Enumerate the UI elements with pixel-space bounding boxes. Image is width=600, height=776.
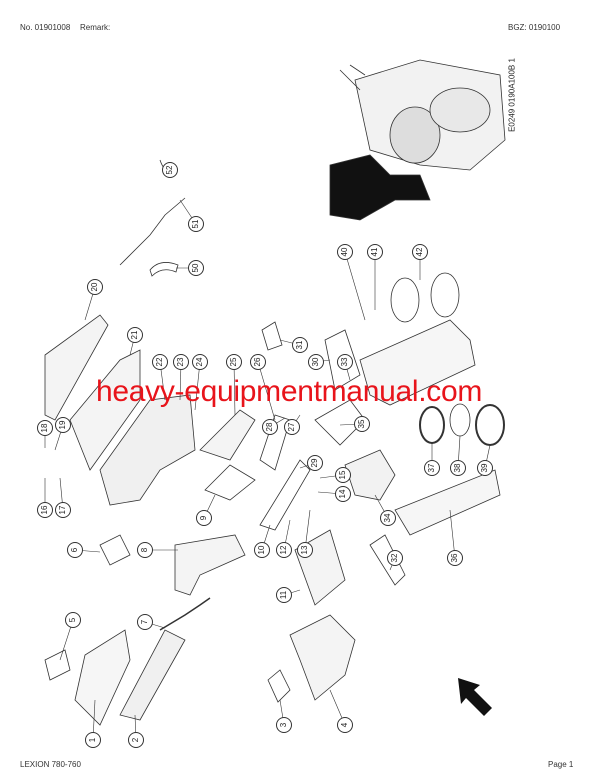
callout-11: 11 — [276, 587, 292, 603]
callout-27: 27 — [284, 419, 300, 435]
callout-32: 32 — [387, 550, 403, 566]
leader-line-40 — [344, 251, 366, 321]
callout-7: 7 — [137, 614, 153, 630]
document-number: No. 01901008 — [20, 23, 71, 32]
parts-drawing — [44, 59, 506, 726]
callout-20: 20 — [87, 279, 103, 295]
callout-21: 21 — [127, 327, 143, 343]
direction-arrow-icon — [458, 678, 492, 716]
callout-6: 6 — [67, 542, 83, 558]
callout-33: 33 — [337, 354, 353, 370]
callout-10: 10 — [254, 542, 270, 558]
callout-35: 35 — [354, 416, 370, 432]
callout-16: 16 — [37, 502, 53, 518]
callout-40: 40 — [337, 244, 353, 260]
leader-line-26 — [257, 361, 276, 421]
callout-26: 26 — [250, 354, 266, 370]
callout-50: 50 — [188, 260, 204, 276]
callout-8: 8 — [137, 542, 153, 558]
callout-19: 19 — [55, 417, 71, 433]
callout-5: 5 — [65, 612, 81, 628]
leader-line-25 — [233, 361, 236, 416]
callout-36: 36 — [447, 550, 463, 566]
callout-14: 14 — [335, 486, 351, 502]
callout-51: 51 — [188, 216, 204, 232]
drawing-reference: E0249 0190A100B 1 — [507, 58, 517, 132]
watermark: heavy-equipmentmanual.com — [95, 375, 483, 408]
callout-15: 15 — [335, 467, 351, 483]
callout-39: 39 — [477, 460, 493, 476]
callout-41: 41 — [367, 244, 383, 260]
callout-9: 9 — [196, 510, 212, 526]
model-name: LEXION 780-760 — [20, 760, 81, 769]
callout-30: 30 — [308, 354, 324, 370]
remark-label: Remark: — [80, 23, 111, 32]
callout-22: 22 — [152, 354, 168, 370]
bgz-code: BGZ: 0190100 — [508, 23, 561, 32]
callout-28: 28 — [262, 419, 278, 435]
callout-17: 17 — [55, 502, 71, 518]
callout-34: 34 — [380, 510, 396, 526]
callout-1: 1 — [85, 732, 101, 748]
engine-assembly — [329, 59, 506, 221]
callout-2: 2 — [128, 732, 144, 748]
callout-52: 52 — [162, 162, 178, 178]
callout-37: 37 — [424, 460, 440, 476]
callout-13: 13 — [297, 542, 313, 558]
callout-31: 31 — [292, 337, 308, 353]
callout-25: 25 — [226, 354, 242, 370]
page-number: Page 1 — [548, 760, 574, 769]
callout-42: 42 — [412, 244, 428, 260]
callout-12: 12 — [276, 542, 292, 558]
callout-38: 38 — [450, 460, 466, 476]
callout-4: 4 — [337, 717, 353, 733]
callout-23: 23 — [173, 354, 189, 370]
callout-3: 3 — [276, 717, 292, 733]
leader-line-24 — [194, 361, 201, 411]
callout-29: 29 — [307, 455, 323, 471]
callout-24: 24 — [192, 354, 208, 370]
callout-18: 18 — [37, 420, 53, 436]
